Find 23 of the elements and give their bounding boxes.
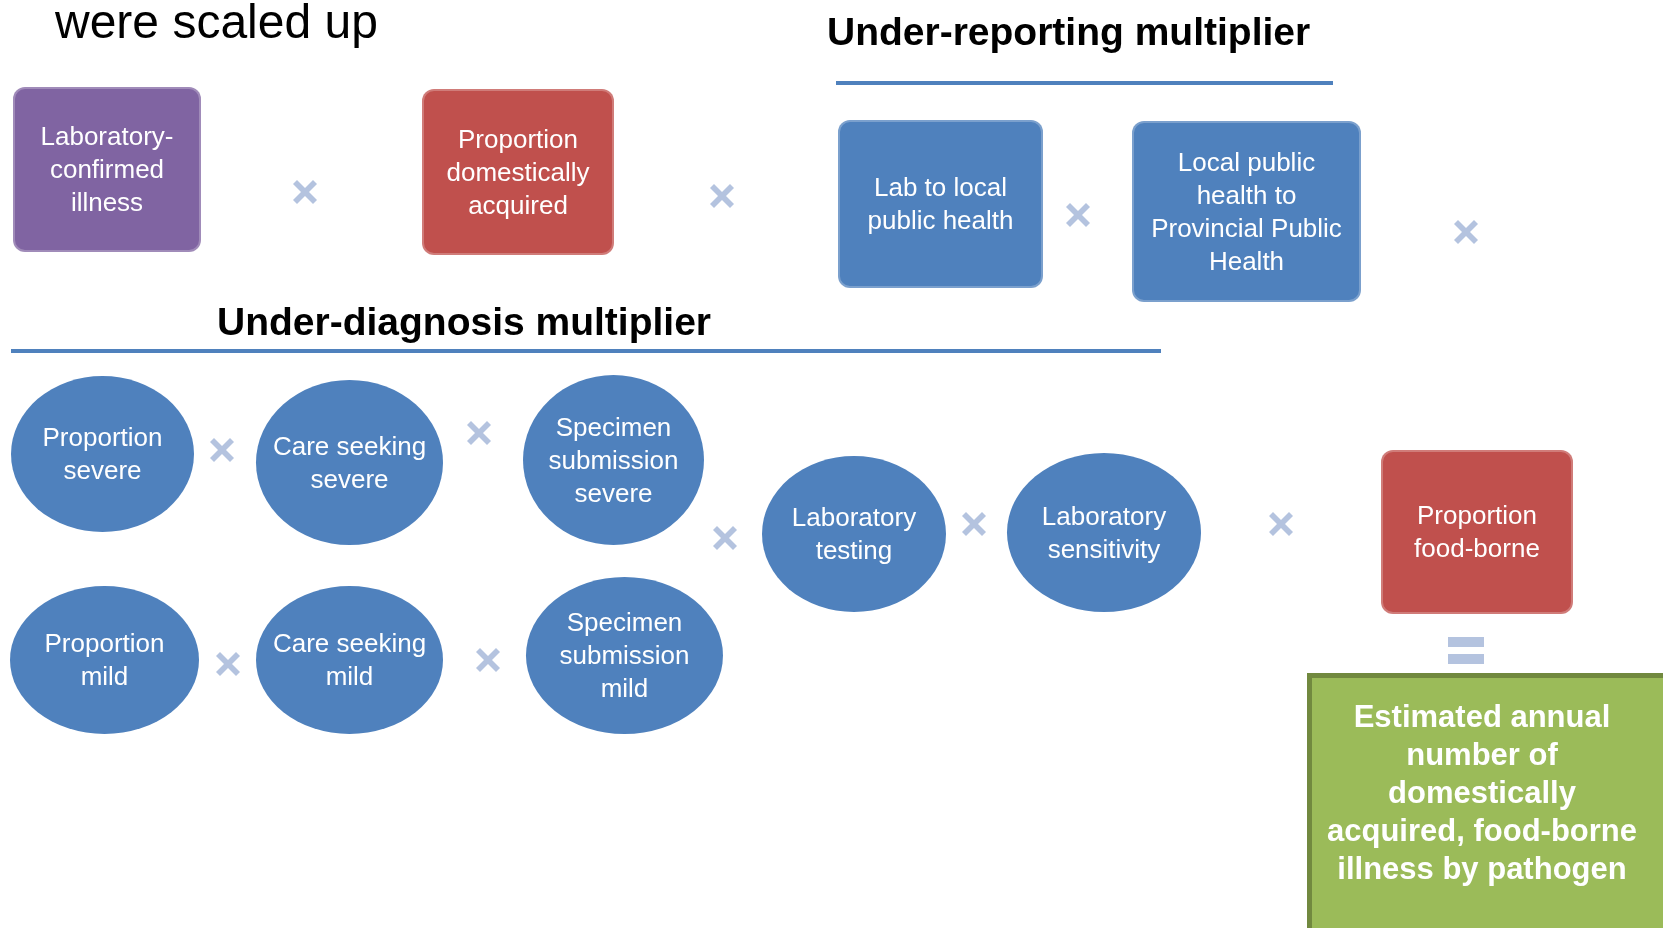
section-heading: Under-reporting multiplier xyxy=(827,10,1311,54)
node-label: Proportion domestically acquired xyxy=(445,122,591,222)
node-label: Care seeking severe xyxy=(271,429,428,496)
node-label: Care seeking mild xyxy=(271,627,428,693)
node-label: Laboratory sensitivity xyxy=(1040,499,1168,566)
node-label: Proportion mild xyxy=(43,627,166,693)
node-label: Local public health to Provincial Public Health xyxy=(1150,145,1343,278)
node-label: Specimen submission mild xyxy=(558,606,691,705)
node-label: Laboratory testing xyxy=(790,501,918,567)
node-label: Lab to local public health xyxy=(866,171,1015,237)
node-label: Laboratory-confirmed illness xyxy=(39,120,175,219)
node-label: Proportion severe xyxy=(41,421,164,487)
result-box xyxy=(1307,673,1663,928)
rounded-box xyxy=(422,89,614,255)
node-label: Proportion food-borne xyxy=(1413,499,1541,565)
heading: were scaled up xyxy=(55,0,378,49)
rounded-box xyxy=(1132,121,1361,302)
rounded-box xyxy=(1381,450,1573,614)
section-heading: Under-diagnosis multiplier xyxy=(217,300,712,344)
rounded-box xyxy=(13,87,201,252)
node-label: Specimen submission severe xyxy=(547,410,680,510)
rounded-box xyxy=(838,120,1043,288)
node-label: Estimated annual number of domestically acquired, food-borne illness by pathogen xyxy=(1326,698,1638,888)
